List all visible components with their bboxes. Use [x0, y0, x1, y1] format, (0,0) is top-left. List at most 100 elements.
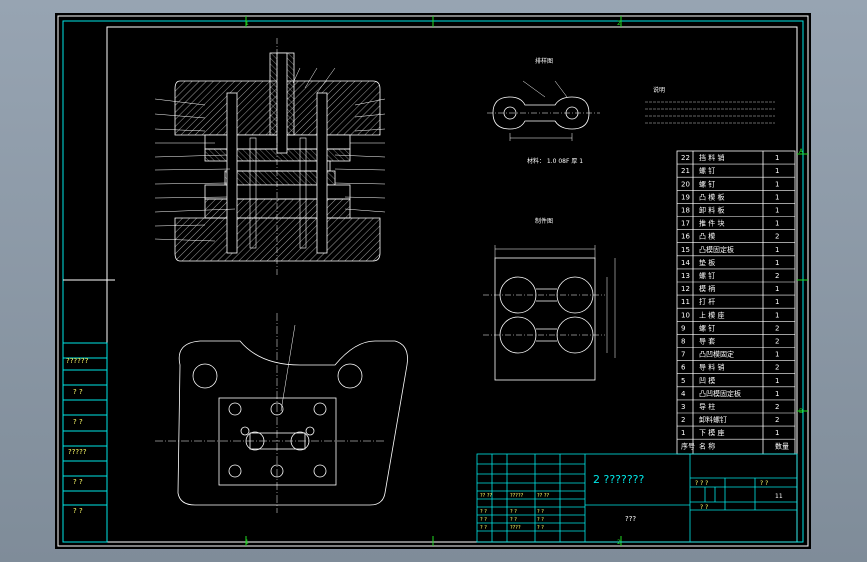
strip-label-1: ?????? — [66, 357, 89, 365]
die-plan-view — [155, 313, 408, 513]
material-note: 材料： 1.0 08F 厚 1 — [527, 157, 583, 165]
drawing-canvas[interactable]: 1 2 1 2 A B ?????? ? ? ? ? ????? ? ? ? ? — [55, 13, 811, 549]
sheet-number: 11 — [775, 493, 783, 500]
strip-label-6: ? ? — [73, 507, 83, 515]
bom-row-no: 2 — [681, 416, 685, 424]
drawing-subtitle: ??? — [625, 515, 636, 523]
bom-row-qty: 1 — [775, 193, 779, 201]
bom-row-qty: 1 — [775, 259, 779, 267]
bom-row-qty: 2 — [775, 416, 779, 424]
bom-row-qty: 2 — [775, 364, 779, 372]
title-block-label: ? ? — [480, 509, 487, 515]
bom-row-qty: 1 — [775, 167, 779, 175]
bom-row-name: 挡 料 销 — [699, 153, 724, 162]
bom-row-qty: 1 — [775, 207, 779, 215]
bom-row-name: 打 杆 — [699, 297, 715, 306]
bom-row-name: 凸凹模固定 — [699, 350, 734, 359]
bom-row-no: 10 — [681, 311, 690, 319]
bom-row-qty: 2 — [775, 324, 779, 332]
bom-row-no: 19 — [681, 193, 690, 201]
zone-top-2: 2 — [617, 20, 621, 27]
die-section-view — [154, 38, 386, 275]
bom-row-no: 21 — [681, 167, 690, 175]
strip-label-3: ? ? — [73, 418, 83, 426]
drawing-title: 2 ??????? — [593, 473, 645, 486]
bom-row-name: 导 套 — [699, 337, 715, 346]
bom-row-qty: 1 — [775, 429, 779, 437]
title-block-label: ? ? — [480, 525, 487, 531]
zone-right-a: A — [799, 148, 804, 155]
pattern-label: 排样图 — [535, 57, 553, 65]
title-block-label: ? ? — [510, 509, 517, 515]
bom-row-no: 12 — [681, 285, 690, 293]
bom-row-name: 螺 钉 — [699, 179, 715, 188]
sheet-info-1: ? ? ? — [695, 480, 708, 487]
bom-row-qty: 1 — [775, 298, 779, 306]
bom-row-qty: 2 — [775, 233, 779, 241]
inner-border — [62, 20, 804, 543]
bom-row-qty: 2 — [775, 272, 779, 280]
title-block-label: ?? ?? — [480, 493, 493, 499]
bom-header-no: 序号 — [681, 441, 695, 450]
title-block-label: ? ? — [537, 517, 544, 523]
bom-row-name: 凸模固定板 — [699, 245, 734, 254]
bom-row-qty: 2 — [775, 338, 779, 346]
bom-row-qty: 1 — [775, 285, 779, 293]
bom-row-no: 8 — [681, 338, 685, 346]
title-block-label: ? ? — [537, 509, 544, 515]
outer-frame — [57, 15, 809, 547]
bom-header-qty: 数量 — [775, 441, 789, 450]
bom-row-qty: 1 — [775, 220, 779, 228]
bom-row-name: 螺 钉 — [699, 271, 715, 280]
strip-label: 制件图 — [535, 217, 553, 225]
bom-row-name: 螺 钉 — [699, 323, 715, 332]
zone-bottom-1: 1 — [245, 539, 249, 546]
bom-row-no: 4 — [681, 390, 686, 398]
bom-row-no: 22 — [681, 154, 690, 162]
strip-label-4: ????? — [68, 448, 87, 456]
bom-row-name: 垫 板 — [699, 258, 715, 267]
bom-row-name: 螺 钉 — [699, 166, 715, 175]
bom-row-qty: 1 — [775, 311, 779, 319]
title-block-label: ?? ?? — [537, 493, 550, 499]
bom-row-no: 13 — [681, 272, 690, 280]
title-block-label: ? ? — [510, 517, 517, 523]
zone-right-b: B — [799, 408, 803, 415]
bom-row-no: 3 — [681, 403, 685, 411]
bom-row-name: 凸凹模固定板 — [699, 389, 741, 398]
bom-row-no: 16 — [681, 233, 690, 241]
bom-row-qty: 1 — [775, 180, 779, 188]
left-strip-table — [62, 342, 108, 543]
bom-row-no: 5 — [681, 377, 685, 385]
bom-row-qty: 1 — [775, 377, 779, 385]
title-block-label: ????? — [510, 493, 524, 499]
title-block-label: ? ? — [480, 517, 487, 523]
bom-header-name: 名 称 — [699, 441, 715, 450]
bom-row-qty: 1 — [775, 351, 779, 359]
bom-row-no: 11 — [681, 298, 690, 306]
bom-row-name: 卸 料 板 — [699, 206, 724, 215]
tech-notes-lines — [645, 101, 775, 124]
title-block-label: ? ? — [537, 525, 544, 531]
bom-row-name: 推 件 块 — [699, 219, 724, 228]
bom-row-no: 20 — [681, 180, 690, 188]
bom-row-no: 6 — [681, 364, 686, 372]
title-block — [476, 453, 798, 543]
bom-row-name: 凹 模 — [699, 376, 715, 385]
sheet-info-3: ? ? — [700, 504, 708, 511]
bom-row-qty: 1 — [775, 246, 779, 254]
strip-label-2: ? ? — [73, 388, 83, 396]
bom-row-no: 18 — [681, 207, 690, 215]
bom-row-name: 下 模 座 — [699, 428, 724, 437]
part-strip-view — [483, 245, 616, 381]
bom-row-name: 卸料螺钉 — [699, 415, 727, 424]
zone-ticks — [245, 16, 808, 546]
bom-row-qty: 2 — [775, 403, 779, 411]
bom-row-no: 15 — [681, 246, 690, 254]
strip-label-5: ? ? — [73, 478, 83, 486]
sheet-info-2: ? ? — [760, 480, 768, 487]
strip-layout-view — [487, 80, 600, 141]
bom-row-no: 9 — [681, 324, 685, 332]
bom-row-qty: 1 — [775, 154, 779, 162]
